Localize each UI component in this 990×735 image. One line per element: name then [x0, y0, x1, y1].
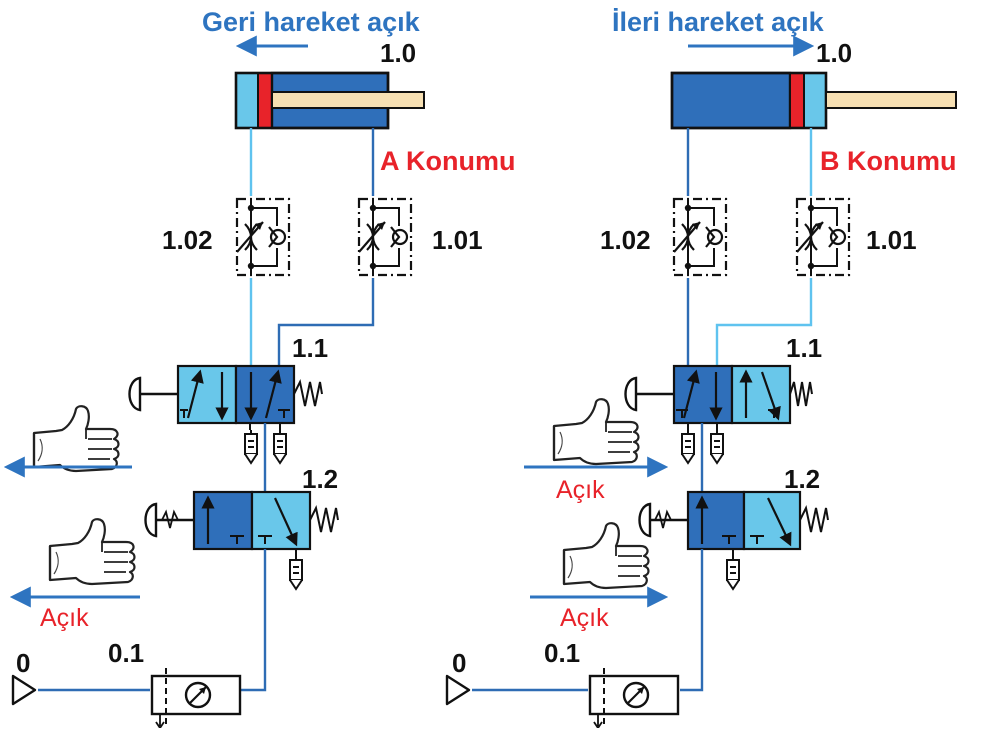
left-valve-12-silencer [289, 556, 303, 590]
left-valve-12 [144, 490, 339, 551]
left-source-icon [11, 674, 37, 706]
left-flow-valve-102 [235, 197, 291, 277]
left-valve-11-silencer-a [244, 430, 258, 464]
left-circuit: Geri hareket açık 1.0 A Konumu 1.02 1.01… [3, 7, 515, 728]
right-valve-12 [638, 490, 829, 551]
left-source-label: 0 [16, 648, 30, 678]
left-valve-12-label: 1.2 [302, 464, 338, 494]
left-open-label: Açık [40, 604, 89, 632]
right-valve-11-label: 1.1 [786, 333, 822, 363]
right-valve-11-silencer-a [681, 430, 695, 464]
right-cylinder-label: 1.0 [816, 38, 852, 68]
left-hand-icon-upper [32, 405, 120, 473]
right-flow-valve-102 [672, 197, 728, 277]
right-circuit: İleri hareket açık 1.0 B Konumu 1.02 1.0… [445, 7, 957, 728]
right-title: İleri hareket açık [612, 7, 825, 37]
right-valve-12-label: 1.2 [784, 464, 820, 494]
right-valve-12-silencer [726, 556, 740, 590]
left-hand-icon-lower [48, 518, 136, 586]
left-flow-valve-101 [357, 197, 413, 277]
right-unit-label: 0.1 [544, 638, 580, 668]
left-cylinder [234, 71, 425, 130]
right-source-label: 0 [452, 648, 466, 678]
left-valve-11-label: 1.1 [292, 333, 328, 363]
left-position-label: A Konumu [380, 146, 515, 176]
right-flow-valve-102-label: 1.02 [600, 225, 651, 255]
right-open-label-lower: Açık [560, 604, 609, 632]
right-valve-11-silencer-b [710, 430, 724, 464]
right-position-label: B Konumu [820, 146, 956, 176]
right-source-icon [445, 674, 471, 706]
left-flow-valve-102-label: 1.02 [162, 225, 213, 255]
right-valve-11 [624, 364, 813, 425]
right-hand-icon-upper [552, 398, 640, 466]
right-hand-icon-lower [562, 522, 650, 590]
right-flow-valve-101-label: 1.01 [866, 225, 917, 255]
left-unit-label: 0.1 [108, 638, 144, 668]
right-flow-valve-101 [795, 197, 851, 277]
right-service-unit [588, 668, 680, 728]
left-title: Geri hareket açık [202, 7, 421, 37]
right-cylinder [670, 71, 957, 130]
left-flow-valve-101-label: 1.01 [432, 225, 483, 255]
left-valve-11 [128, 364, 323, 425]
left-cylinder-label: 1.0 [380, 38, 416, 68]
right-open-label-upper: Açık [556, 476, 605, 504]
left-service-unit [150, 668, 242, 728]
left-valve-11-silencer-b [273, 430, 287, 464]
